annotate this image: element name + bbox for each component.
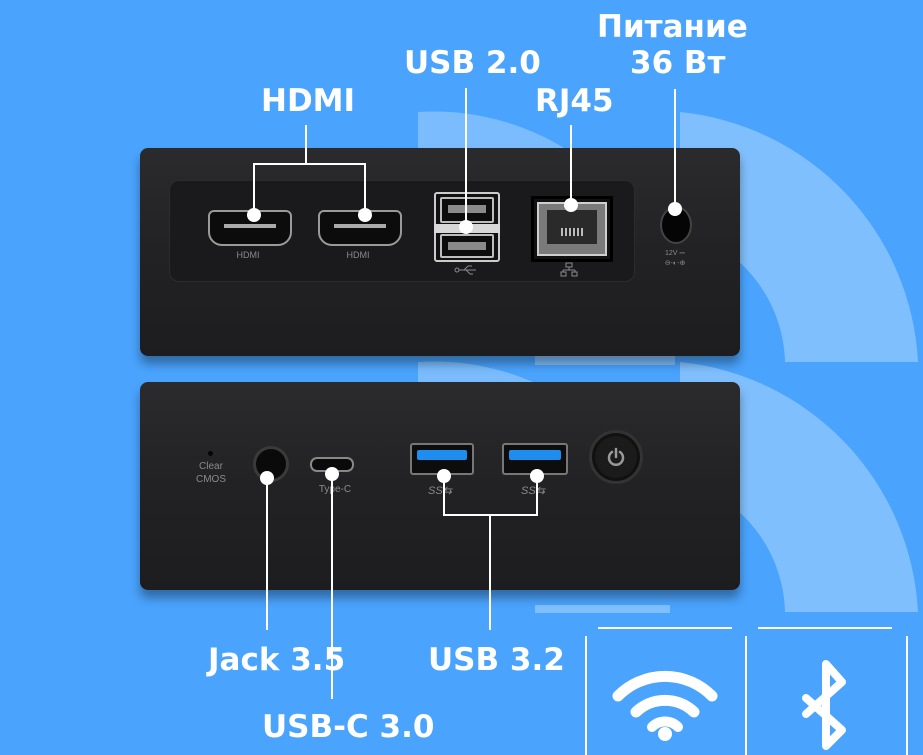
usb20-marker [459, 220, 473, 234]
clear-cmos-pinhole [208, 451, 213, 456]
usb32-port-2-caption: SS⇆ [521, 485, 545, 497]
usb-trident-icon [454, 265, 476, 275]
power-leader [674, 89, 676, 209]
usb3-tongue [417, 450, 467, 460]
device-front-view [140, 382, 740, 590]
jack-leader [266, 478, 268, 630]
label-power-title: Питание [597, 9, 748, 45]
rj45-cavity [547, 210, 597, 244]
label-power-watts: 36 Вт [630, 45, 726, 81]
usb20-port-lower [440, 234, 494, 258]
usb-tongue [448, 205, 486, 213]
hdmi-1-marker [247, 208, 261, 222]
usb32-2-marker [530, 469, 544, 483]
rj45-marker [564, 198, 578, 212]
power-button[interactable] [589, 430, 643, 484]
usb32-leader-right [536, 476, 538, 516]
usbc-leader-long [331, 474, 333, 699]
clear-cmos-caption-2: CMOS [196, 474, 226, 485]
usb32-leader-left [443, 476, 445, 516]
usb-tongue [448, 242, 486, 250]
power-icon [607, 447, 625, 466]
hdmi-port-2-caption: HDMI [346, 250, 370, 260]
hdmi-leader-right [364, 163, 366, 215]
usb-c-caption: Type-C [318, 484, 352, 495]
hdmi-port-1-caption: HDMI [236, 250, 260, 260]
label-jack: Jack 3.5 [208, 642, 346, 678]
label-usb32: USB 3.2 [428, 642, 565, 678]
rj45-leader [570, 125, 572, 205]
label-hdmi: HDMI [261, 83, 356, 119]
dc-voltage-caption: 12V ⎓ [665, 250, 685, 257]
label-usb20: USB 2.0 [404, 45, 541, 81]
jack-marker [260, 471, 274, 485]
clear-cmos-caption-1: Clear [199, 461, 223, 472]
usb3-tongue [509, 450, 561, 460]
label-usbc: USB-C 3.0 [262, 709, 435, 745]
network-icon [560, 262, 578, 277]
hdmi-leader-left [253, 163, 255, 215]
usbc-marker [325, 467, 339, 481]
usb32-port-1-caption: SS⇆ [428, 485, 452, 497]
rj45-pins [561, 228, 583, 236]
usb20-leader [465, 88, 467, 228]
usb32-leader-stem [489, 514, 491, 630]
usb32-1-marker [437, 469, 451, 483]
label-rj45: RJ45 [535, 83, 614, 119]
hdmi-leader-stem [305, 125, 307, 165]
bt-tile-top [758, 627, 892, 629]
hdmi-leader-bar [253, 163, 366, 165]
wifi-icon [612, 670, 718, 741]
bluetooth-icon [802, 660, 846, 750]
dc-polarity-caption: ⊖-◐-⊕ [664, 260, 686, 267]
bt-tile-right [906, 636, 908, 755]
power-marker [668, 202, 682, 216]
wifi-tile-left [585, 636, 587, 755]
hdmi-2-marker [358, 208, 372, 222]
wifi-tile-right [745, 636, 747, 755]
wifi-tile-top [598, 627, 732, 629]
